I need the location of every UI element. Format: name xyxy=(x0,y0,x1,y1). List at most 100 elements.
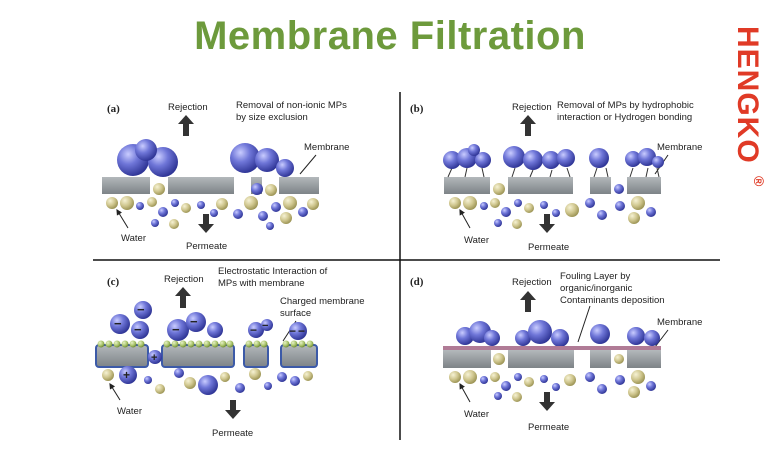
adsorbed-particle xyxy=(557,149,575,167)
permeate-particle xyxy=(198,375,218,395)
panel-a-water-label: Water xyxy=(121,233,146,244)
foulant-particle xyxy=(528,320,552,344)
adsorbed-particle xyxy=(625,151,641,167)
panel-c-rejection-label: Rejection xyxy=(164,274,204,285)
permeate-particle xyxy=(147,197,157,207)
adsorbed-particle xyxy=(468,144,480,156)
panel-a-rejection-arrow xyxy=(178,115,194,136)
panel-b-description-line-2: interaction or Hydrogen bonding xyxy=(557,112,692,123)
permeate-particle xyxy=(512,392,522,402)
permeate-particle xyxy=(233,209,243,219)
permeate-particle xyxy=(631,370,645,384)
permeate-particle xyxy=(524,203,534,213)
permeate-particle xyxy=(597,384,607,394)
permeate-particle xyxy=(197,201,205,209)
panel-a-rejection-label: Rejection xyxy=(168,102,208,113)
page-title: Membrane Filtration xyxy=(194,14,586,58)
trapped-particle xyxy=(153,183,165,195)
permeate-particle xyxy=(155,384,165,394)
charged-particle xyxy=(289,322,307,340)
permeate-particle xyxy=(494,219,502,227)
panel-d-letter: (d) xyxy=(410,276,424,288)
panel-b: (b) Rejection Removal of MPs by hydropho… xyxy=(410,100,702,253)
permeate-particle xyxy=(540,201,548,209)
permeate-particle xyxy=(494,392,502,400)
permeate-particle xyxy=(564,374,576,386)
panel-d-permeate-label: Permeate xyxy=(528,422,569,433)
panel-d-fouling-pointer xyxy=(577,305,591,343)
fouling-layer xyxy=(443,346,661,350)
permeate-particle xyxy=(120,196,134,210)
permeate-particle xyxy=(144,376,152,384)
charged-particle xyxy=(186,312,206,332)
permeate-particle xyxy=(524,377,534,387)
permeate-particle xyxy=(628,386,640,398)
adsorbed-particle xyxy=(503,146,525,168)
charge-minus-sign: − xyxy=(172,322,180,337)
adsorbed-particle xyxy=(638,148,656,166)
charged-particle xyxy=(167,319,189,341)
rejected-particle xyxy=(255,148,279,172)
foulant-particle xyxy=(590,324,610,344)
charged-particle xyxy=(131,321,149,339)
membrane-segment xyxy=(627,177,661,194)
panel-d-water-pointer xyxy=(459,382,471,403)
permeate-particle xyxy=(244,196,258,210)
permeate-particle xyxy=(174,368,184,378)
permeate-particle xyxy=(171,199,179,207)
panel-b-membrane-label: Membrane xyxy=(657,142,702,153)
permeate-particle xyxy=(585,198,595,208)
panel-b-permeate-arrow xyxy=(539,214,555,233)
membrane-segment xyxy=(279,177,319,194)
charge-minus-sign: − xyxy=(289,324,296,338)
charged-membrane-segment xyxy=(95,344,149,368)
permeate-particle xyxy=(480,376,488,384)
foulant-particle xyxy=(644,330,660,346)
panel-a-description-line-1: Removal of non-ionic MPs xyxy=(236,100,347,111)
permeate-particle xyxy=(220,372,230,382)
panel-a-water-pointer xyxy=(116,208,129,229)
permeate-particle xyxy=(303,371,313,381)
panel-b-letter: (b) xyxy=(410,103,424,115)
adsorbed-particle xyxy=(443,151,461,169)
permeate-particle xyxy=(102,369,114,381)
charge-minus-sign: − xyxy=(298,324,305,338)
membrane-segment xyxy=(508,177,573,194)
panel-b-rejection-arrow xyxy=(520,115,536,136)
panel-b-permeate-label: Permeate xyxy=(528,242,569,253)
charge-minus-sign: − xyxy=(262,320,268,332)
panel-a: (a) Rejection Removal of non-ionic MPs b… xyxy=(102,100,349,252)
panel-b-water-pointer xyxy=(459,208,471,229)
membrane-segment xyxy=(508,350,574,368)
panel-c: (c) Rejection Electrostatic Interaction … xyxy=(95,266,365,439)
panel-d-water-label: Water xyxy=(464,409,489,420)
permeate-particle xyxy=(514,373,522,381)
membrane-segment xyxy=(627,350,661,368)
charge-minus-sign: − xyxy=(137,302,145,317)
permeate-particle xyxy=(264,382,272,390)
membrane-segment xyxy=(102,177,150,194)
permeate-particle xyxy=(501,381,511,391)
permeate-particle xyxy=(449,371,461,383)
trapped-particle xyxy=(493,183,505,195)
permeate-particle xyxy=(210,209,218,217)
panel-a-permeate-arrow xyxy=(198,214,214,233)
permeate-particle xyxy=(106,197,118,209)
membrane-segment xyxy=(590,177,611,194)
foulant-particle xyxy=(627,327,645,345)
charge-minus-sign: − xyxy=(114,316,122,331)
permeate-particle xyxy=(501,207,511,217)
permeate-particle xyxy=(552,209,560,217)
membrane-segment xyxy=(444,177,490,194)
permeate-particle xyxy=(646,207,656,217)
brand-name: HENGKO xyxy=(731,26,764,164)
panel-c-membrane-label: Charged membrane xyxy=(280,296,365,307)
permeate-particle xyxy=(512,219,522,229)
panel-d: (d) Rejection Fouling Layer by organic/i… xyxy=(410,271,702,433)
permeate-particle xyxy=(565,203,579,217)
permeate-particle xyxy=(628,212,640,224)
charge-plus-sign: + xyxy=(151,352,157,364)
panel-a-permeate-label: Permeate xyxy=(186,241,227,252)
charge-plus-sign: + xyxy=(123,368,130,382)
panel-b-water-label: Water xyxy=(464,235,489,246)
